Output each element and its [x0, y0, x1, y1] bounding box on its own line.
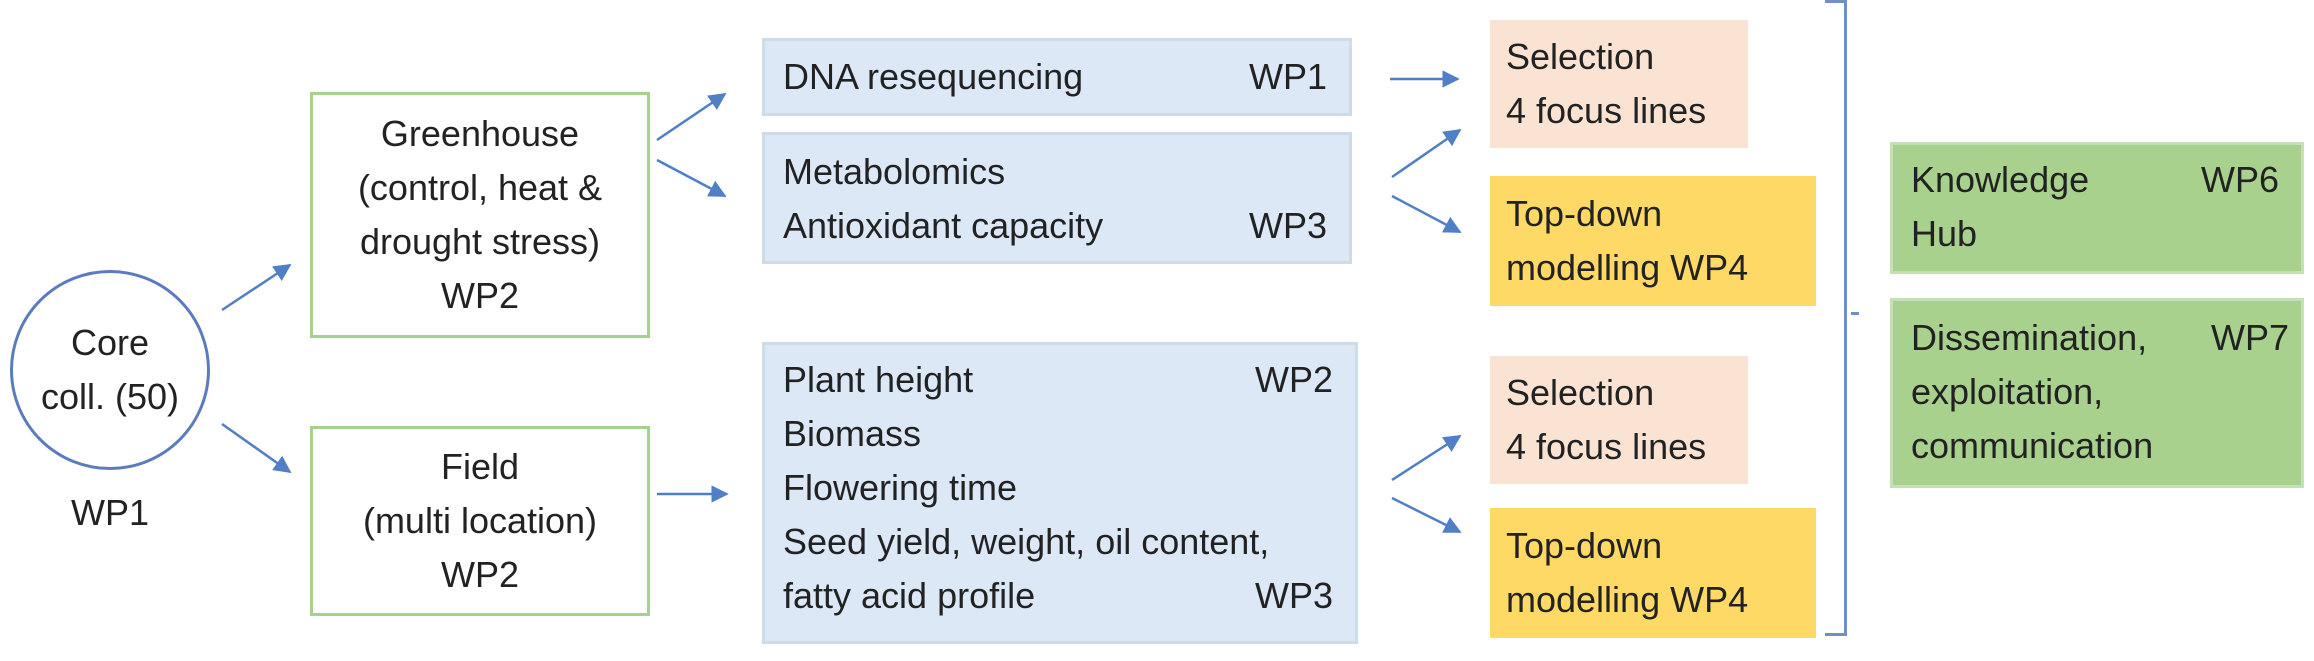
traits-line2: Biomass: [783, 413, 922, 454]
modelling-bottom-line1: Top-down: [1506, 525, 1663, 566]
arrow-metabolomics-to-modelling: [1391, 194, 1462, 234]
traits-line1: Plant height: [783, 359, 974, 400]
knowledge-hub-box: Knowledge WP6 Hub: [1890, 142, 2304, 274]
greenhouse-wp: WP2: [440, 275, 519, 316]
greenhouse-line2: (control, heat &: [357, 167, 603, 208]
selection-bottom-line1: Selection: [1506, 372, 1655, 413]
dissemination-line2: exploitation,: [1911, 371, 2104, 412]
greenhouse-line3: drought stress): [359, 221, 601, 262]
selection-top-line2: 4 focus lines: [1506, 90, 1707, 131]
greenhouse-box: Greenhouse (control, heat & drought stre…: [310, 92, 650, 338]
metabolomics-wp: WP3: [1248, 205, 1327, 246]
metabolomics-box: Metabolomics Antioxidant capacity WP3: [762, 132, 1352, 264]
dissemination-box: Dissemination, WP7 exploitation, communi…: [1890, 298, 2304, 488]
modelling-top-line1: Top-down: [1506, 193, 1663, 234]
selection-box-top: Selection 4 focus lines: [1490, 20, 1748, 148]
modelling-top-wp: WP4: [1670, 247, 1749, 288]
modelling-box-bottom: Top-down modelling WP4: [1490, 508, 1816, 638]
traits-wp1: WP2: [1254, 359, 1333, 400]
knowledge-line1: Knowledge: [1911, 159, 2090, 200]
dissemination-wp: WP7: [2210, 317, 2289, 358]
metabolomics-line2: Antioxidant capacity: [783, 205, 1104, 246]
dissemination-line1: Dissemination,: [1911, 317, 2148, 358]
arrow-metabolomics-to-selection: [1391, 128, 1462, 179]
grouping-bracket: [1825, 0, 1847, 636]
dna-resequencing-box: DNA resequencing WP1: [762, 38, 1352, 116]
modelling-box-top: Top-down modelling WP4: [1490, 176, 1816, 306]
field-line2: (multi location): [362, 500, 598, 541]
modelling-bottom-wp: WP4: [1670, 579, 1749, 620]
traits-line3: Flowering time: [783, 467, 1018, 508]
arrow-traits-to-modelling: [1391, 496, 1462, 534]
field-box: Field (multi location) WP2: [310, 426, 650, 616]
dna-label: DNA resequencing: [783, 56, 1084, 97]
traits-line4: Seed yield, weight, oil content,: [783, 521, 1270, 562]
dna-wp: WP1: [1248, 56, 1327, 97]
arrow-core-to-field: [221, 422, 292, 474]
selection-bottom-line2: 4 focus lines: [1506, 426, 1707, 467]
traits-wp2: WP3: [1254, 575, 1333, 616]
knowledge-line2: Hub: [1911, 213, 1978, 254]
metabolomics-line1: Metabolomics: [783, 151, 1006, 192]
core-collection-node: Core coll. (50): [10, 270, 210, 470]
modelling-top-line2: modelling WP4: [1506, 241, 1800, 295]
modelling-bottom-line2: modelling WP4: [1506, 573, 1800, 627]
core-line1: Core: [70, 322, 150, 363]
arrow-greenhouse-to-metabolomics: [656, 158, 727, 198]
bracket-tick: [1851, 312, 1859, 315]
selection-top-line1: Selection: [1506, 36, 1655, 77]
arrow-greenhouse-to-dna: [656, 92, 727, 142]
field-wp: WP2: [440, 554, 519, 595]
modelling-bottom-label: modelling: [1506, 579, 1661, 620]
greenhouse-line1: Greenhouse: [380, 113, 580, 154]
arrow-core-to-greenhouse: [221, 263, 292, 312]
traits-box: Plant height WP2 Biomass Flowering time …: [762, 342, 1358, 644]
traits-line5: fatty acid profile: [783, 575, 1036, 616]
knowledge-wp: WP6: [2200, 159, 2279, 200]
core-wp-label: WP1: [70, 492, 149, 533]
modelling-top-label: modelling: [1506, 247, 1661, 288]
field-line1: Field: [440, 446, 520, 487]
selection-box-bottom: Selection 4 focus lines: [1490, 356, 1748, 484]
core-line2: coll. (50): [40, 376, 180, 417]
dissemination-line3: communication: [1911, 425, 2154, 466]
arrow-traits-to-selection: [1391, 434, 1462, 482]
